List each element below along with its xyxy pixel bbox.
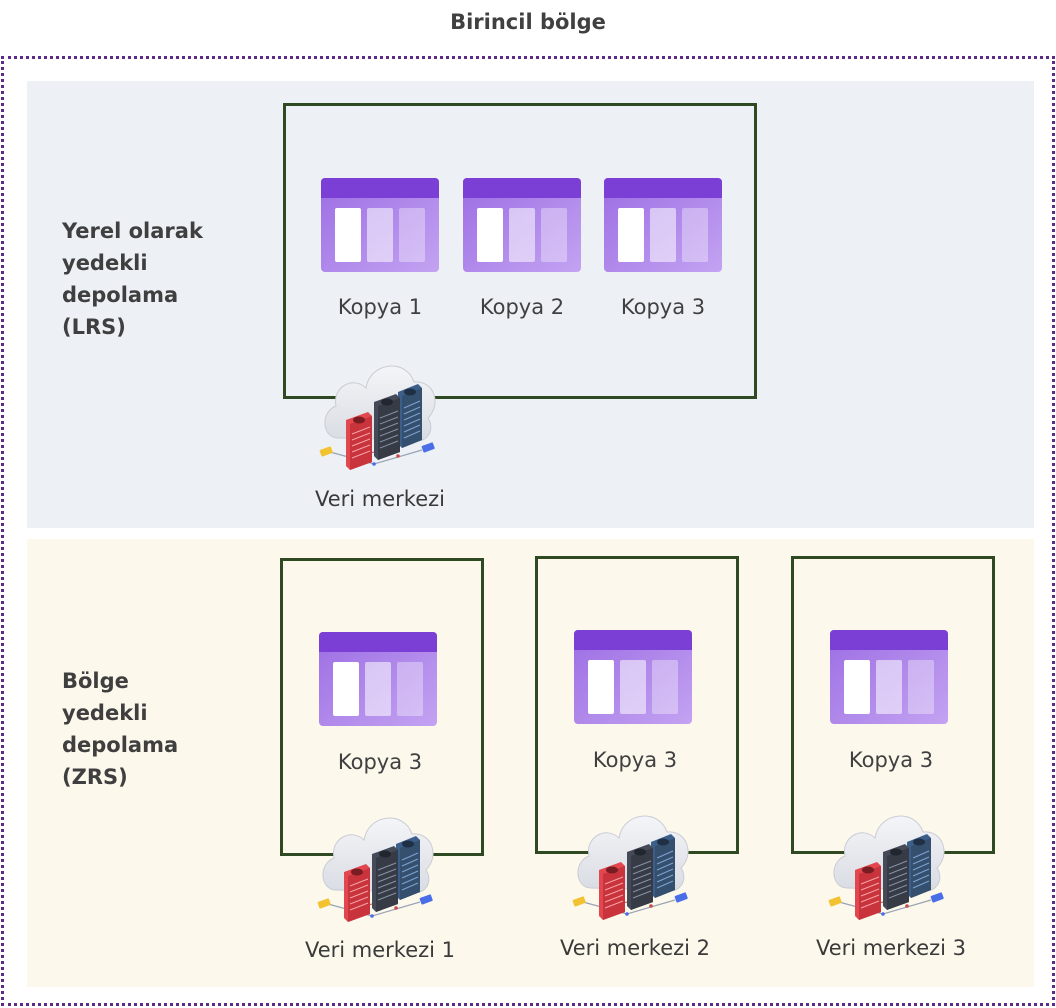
datacenter-cloud-icon <box>827 798 951 920</box>
lrs-copy-label: Kopya 3 <box>620 295 706 319</box>
primary-region-border <box>1 56 1055 1006</box>
lrs-datacenter-box <box>283 103 757 399</box>
storage-account-icon <box>463 178 581 272</box>
storage-account-icon <box>830 630 948 724</box>
zrs-datacenter-label-1: Veri merkezi 1 <box>304 938 456 962</box>
zrs-copy-label: Kopya 3 <box>592 748 678 772</box>
lrs-copy-label: Kopya 2 <box>479 295 565 319</box>
storage-account-icon <box>321 178 439 272</box>
storage-account-icon <box>604 178 722 272</box>
datacenter-cloud-icon <box>318 348 442 470</box>
datacenter-cloud-icon <box>571 798 695 920</box>
lrs-label: Yerel olarak yedekli depolama (LRS) <box>62 215 203 343</box>
lrs-label-line: depolama <box>62 283 179 307</box>
region-title: Birincil bölge <box>450 10 606 34</box>
storage-account-icon <box>574 630 692 724</box>
zrs-label: Bölge yedekli depolama (ZRS) <box>62 665 178 793</box>
lrs-label-line: yedekli <box>62 251 148 275</box>
lrs-copy-label: Kopya 1 <box>337 295 423 319</box>
zrs-datacenter-label-3: Veri merkezi 3 <box>815 936 967 960</box>
lrs-datacenter-label: Veri merkezi <box>315 487 445 511</box>
lrs-label-line: (LRS) <box>62 315 126 339</box>
lrs-label-line: Yerel olarak <box>62 219 203 243</box>
zrs-label-line: yedekli <box>62 701 148 725</box>
datacenter-cloud-icon <box>316 800 440 922</box>
zrs-copy-label: Kopya 3 <box>848 748 934 772</box>
storage-account-icon <box>319 632 437 726</box>
zrs-label-line: (ZRS) <box>62 765 128 789</box>
zrs-label-line: Bölge <box>62 669 129 693</box>
zrs-datacenter-label-2: Veri merkezi 2 <box>559 936 711 960</box>
zrs-copy-label: Kopya 3 <box>337 750 423 774</box>
zrs-label-line: depolama <box>62 733 179 757</box>
lrs-panel <box>27 81 1034 528</box>
